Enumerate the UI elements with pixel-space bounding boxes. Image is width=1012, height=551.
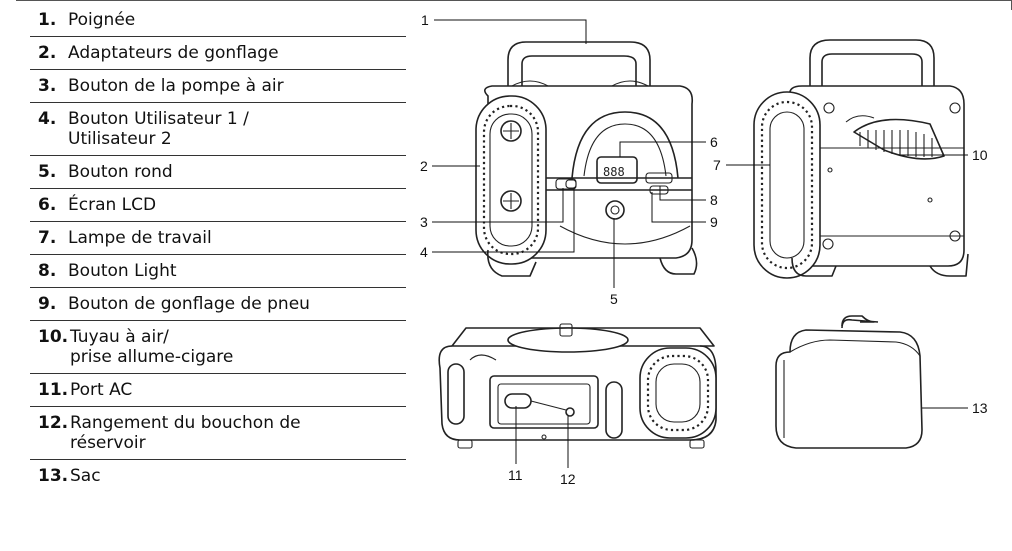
part-item-4: 4. Bouton Utilisateur 1 / Utilisateur 2 [30,103,406,156]
callout-13: 13 [972,400,988,416]
part-label: Poignée [68,10,136,30]
callout-2: 2 [420,158,428,174]
callout-4: 4 [420,244,428,260]
callout-5: 5 [610,291,618,307]
part-label: Adaptateurs de gonflage [68,43,279,63]
lcd-display-value: 888 [603,165,625,179]
part-label: Port AC [70,380,133,400]
callout-3: 3 [420,214,428,230]
part-label: Rangement du bouchon de réservoir [70,413,301,453]
back-view-illustration [438,323,717,449]
product-diagram: 888 [420,12,988,487]
part-number: 2. [38,43,57,63]
part-label: Bouton de la pompe à air [68,76,284,96]
part-item-2: 2. Adaptateurs de gonflage [30,37,406,70]
part-number: 10. [38,327,69,347]
part-number: 3. [38,76,57,96]
part-number: 7. [38,228,57,248]
leader-line-6 [619,141,706,157]
part-number: 1. [38,10,57,30]
part-number: 6. [38,195,57,215]
part-number: 4. [38,109,57,129]
parts-list: 1. Poignée 2. Adaptateurs de gonflage 3. Bo… [30,4,406,492]
leader-line-8 [659,186,706,201]
part-label: Sac [70,466,101,486]
leader-line-9 [651,192,706,223]
part-label: Bouton Light [68,261,177,281]
part-item-1: 1. Poignée [30,4,406,37]
part-item-6: 6. Écran LCD [30,189,406,222]
part-item-5: 5. Bouton rond [30,156,406,189]
bag-illustration [775,315,923,449]
part-number: 8. [38,261,57,281]
part-label: Tuyau à air/ prise allume-cigare [70,327,234,367]
part-number: 9. [38,294,57,314]
part-item-12: 12.Rangement du bouchon de réservoir [30,407,406,460]
part-number: 13. [38,466,69,486]
front-view-illustration: 888 [475,41,698,277]
callout-6: 6 [710,134,718,150]
side-view-illustration [753,39,969,279]
part-item-3: 3. Bouton de la pompe à air [30,70,406,103]
part-item-7: 7. Lampe de travail [30,222,406,255]
callout-10: 10 [972,147,988,163]
leader-line-10 [899,140,968,156]
part-item-10: 10.Tuyau à air/ prise allume-cigare [30,321,406,374]
callout-11: 11 [508,467,523,483]
part-label: Bouton Utilisateur 1 / Utilisateur 2 [68,109,249,149]
top-rule [16,0,1012,1]
leader-line-4 [432,188,575,253]
callout-8: 8 [710,192,718,208]
part-label: Bouton rond [68,162,173,182]
callout-7: 7 [713,157,721,173]
leader-line-1 [434,19,587,44]
leader-line-3 [432,188,564,223]
part-number: 11. [38,380,69,400]
part-item-8: 8. Bouton Light [30,255,406,288]
part-item-13: 13.Sac [30,460,406,492]
part-number: 12. [38,413,69,433]
part-label: Lampe de travail [68,228,212,248]
part-label: Bouton de gonflage de pneu [68,294,310,314]
part-item-11: 11.Port AC [30,374,406,407]
callout-9: 9 [710,214,718,230]
part-item-9: 9. Bouton de gonflage de pneu [30,288,406,321]
callout-1: 1 [421,12,429,28]
part-number: 5. [38,162,57,182]
callout-12: 12 [560,471,576,487]
part-label: Écran LCD [68,195,157,215]
